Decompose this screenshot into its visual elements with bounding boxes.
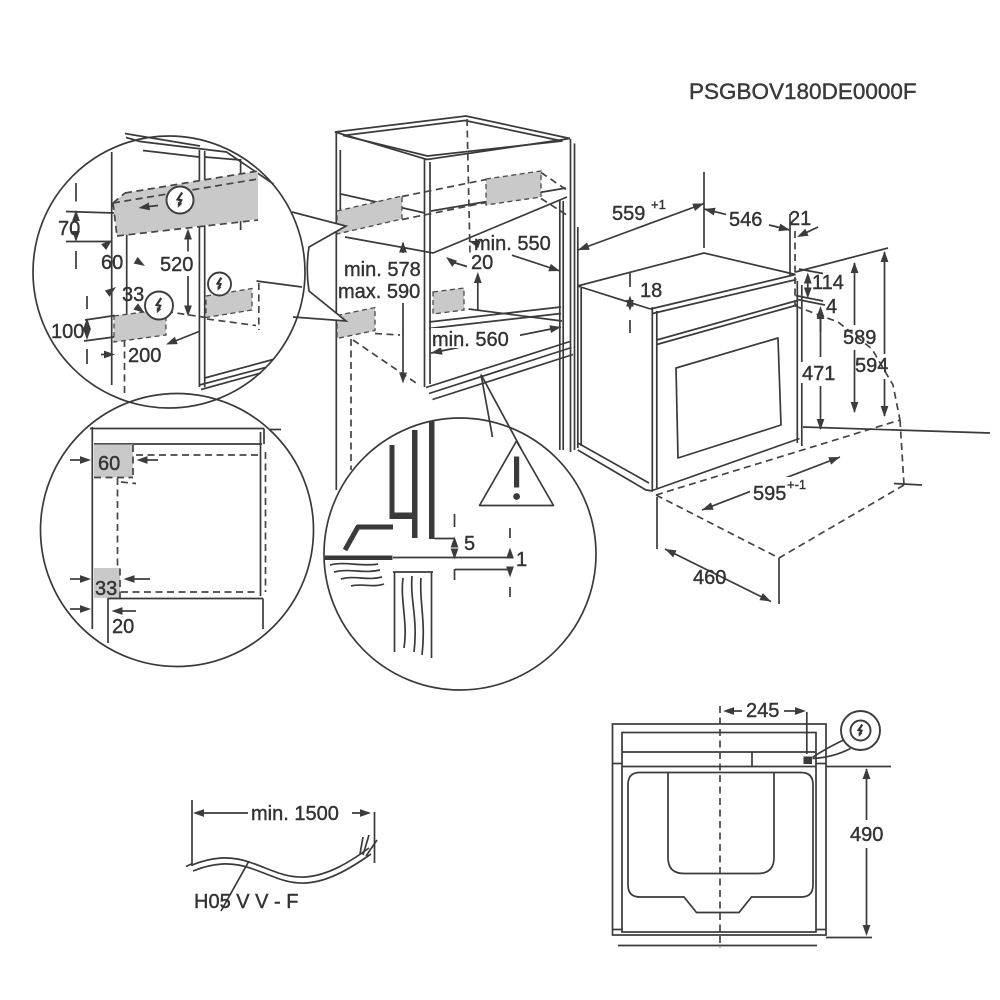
svg-text:+1: +1: [651, 197, 666, 212]
svg-text:60: 60: [98, 453, 120, 475]
svg-text:490: 490: [850, 824, 883, 846]
svg-text:min. 1500: min. 1500: [251, 803, 339, 825]
svg-text:min. 578: min. 578: [344, 259, 421, 281]
svg-text:595: 595: [753, 483, 786, 505]
svg-text:100: 100: [51, 321, 84, 343]
svg-text:H05 V V - F: H05 V V - F: [194, 891, 298, 913]
svg-text:520: 520: [160, 254, 193, 276]
svg-text:min. 550: min. 550: [474, 233, 551, 255]
svg-text:1: 1: [516, 549, 527, 571]
svg-text:594: 594: [855, 355, 888, 377]
svg-text:70: 70: [58, 218, 80, 240]
svg-text:18: 18: [640, 280, 662, 302]
svg-text:PSGBOV180DE0000F: PSGBOV180DE0000F: [689, 79, 917, 104]
svg-text:114: 114: [812, 272, 844, 294]
svg-text:60: 60: [101, 252, 123, 274]
svg-text:33: 33: [122, 284, 144, 306]
svg-text:559: 559: [612, 203, 645, 225]
svg-text:200: 200: [128, 345, 161, 367]
svg-text:471: 471: [802, 363, 835, 385]
svg-text:589: 589: [843, 327, 876, 349]
svg-text:4: 4: [826, 296, 837, 318]
svg-text:33: 33: [95, 578, 117, 600]
svg-text:21: 21: [789, 208, 811, 230]
svg-text:max. 590: max. 590: [338, 281, 420, 303]
svg-text:min. 560: min. 560: [432, 329, 509, 351]
svg-text:460: 460: [693, 567, 726, 589]
svg-text:245: 245: [746, 700, 779, 722]
svg-text:546: 546: [729, 209, 762, 231]
svg-text:20: 20: [471, 252, 493, 274]
svg-text:5: 5: [464, 533, 475, 555]
svg-text:20: 20: [112, 616, 134, 638]
svg-text:+-1: +-1: [787, 477, 806, 492]
